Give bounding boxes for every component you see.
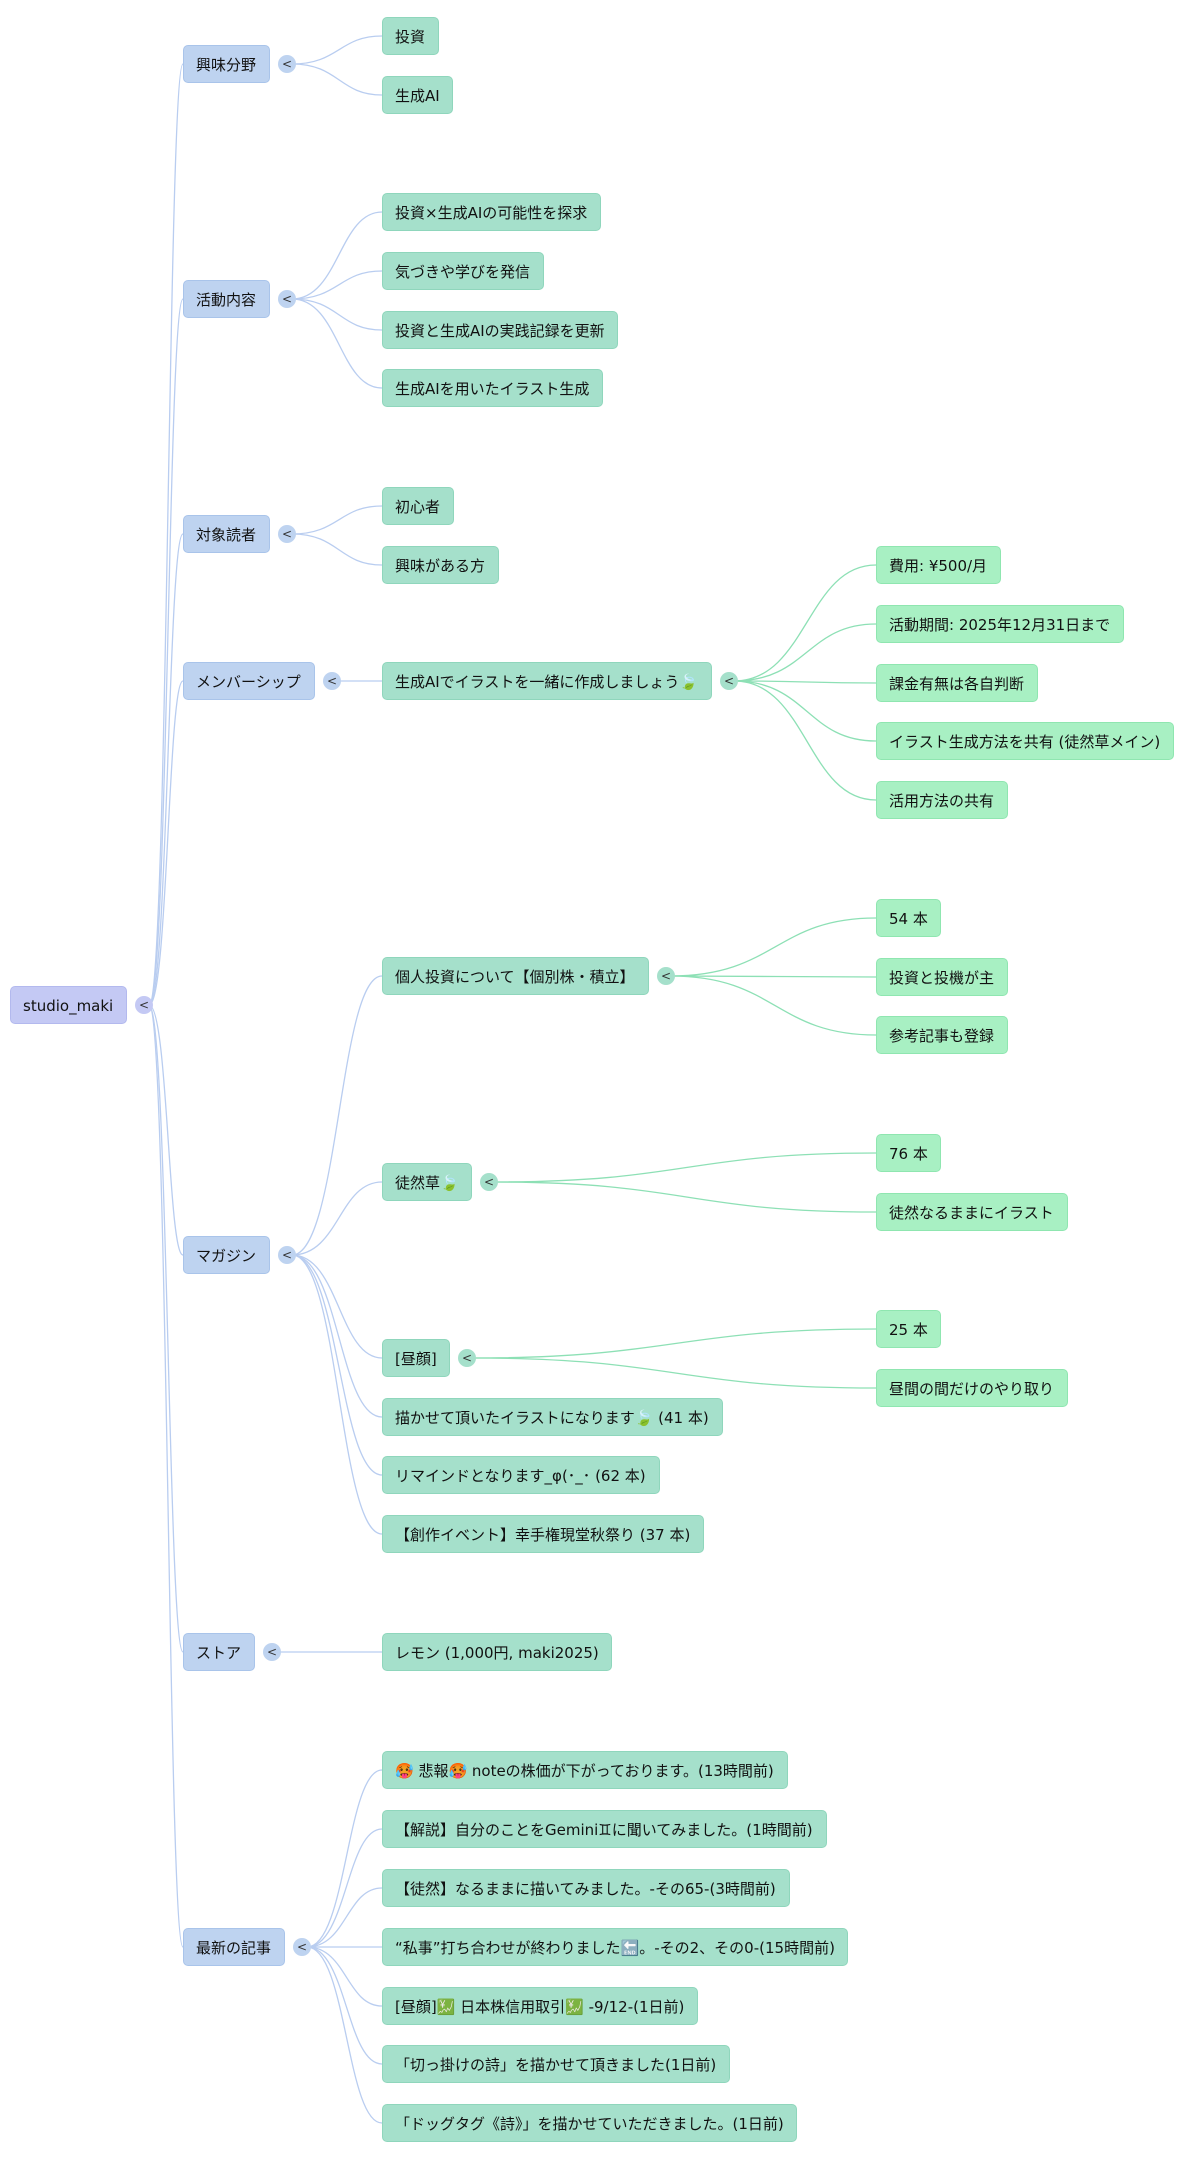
edge-connector (148, 1004, 184, 1256)
node-level2-4-3[interactable]: 描かせて頂いたイラストになります🍃 (41 本) (382, 1398, 723, 1436)
edge-connector (291, 1254, 383, 1535)
edge-connector (306, 1946, 383, 2124)
edge-connector (148, 1004, 184, 1948)
node-level3-3-0-0[interactable]: 費用: ¥500/月 (876, 546, 1001, 584)
node-level3-4-1-1[interactable]: 徒然なるままにイラスト (876, 1193, 1068, 1231)
edge-connector (306, 1946, 383, 2065)
node-level2-4-4[interactable]: リマインドとなります_φ(･_･ (62 本) (382, 1456, 660, 1494)
collapse-toggle-icon[interactable]: < (278, 525, 296, 543)
collapse-toggle-icon[interactable]: < (135, 996, 153, 1014)
collapse-toggle-icon[interactable]: < (323, 672, 341, 690)
edge-connector (493, 1181, 877, 1213)
node-level2-6-6[interactable]: 「ドッグタグ《詩》」を描かせていただきました。(1日前) (382, 2104, 797, 2142)
root-node[interactable]: studio_maki (10, 986, 127, 1024)
node-level3-4-0-0[interactable]: 54 本 (876, 899, 941, 937)
node-level2-2-1[interactable]: 興味がある方 (382, 546, 499, 584)
node-level1-0[interactable]: 興味分野 (183, 45, 270, 83)
collapse-toggle-icon[interactable]: < (480, 1173, 498, 1191)
node-level3-3-0-4[interactable]: 活用方法の共有 (876, 781, 1008, 819)
edge-connector (306, 1887, 383, 1948)
node-level1-4[interactable]: マガジン (183, 1236, 270, 1274)
node-level1-6[interactable]: 最新の記事 (183, 1928, 285, 1966)
edge-connector (291, 63, 383, 96)
edge-connector (306, 1946, 383, 2007)
edge-connector (148, 680, 184, 1006)
edge-connector (291, 1254, 383, 1359)
edge-connector (148, 1004, 184, 1653)
node-level2-2-0[interactable]: 初心者 (382, 487, 454, 525)
node-level2-4-1[interactable]: 徒然草🍃 (382, 1163, 472, 1201)
collapse-toggle-icon[interactable]: < (278, 1246, 296, 1264)
node-level2-6-3[interactable]: “私事”打ち合わせが終わりました🔚。-その2、その0-(15時間前) (382, 1928, 848, 1966)
node-level3-4-2-0[interactable]: 25 本 (876, 1310, 941, 1348)
collapse-toggle-icon[interactable]: < (458, 1349, 476, 1367)
edge-connector (291, 270, 383, 300)
node-level2-6-2[interactable]: 【徒然】なるままに描いてみました。-その65-(3時間前) (382, 1869, 790, 1907)
edge-connector (733, 680, 877, 742)
node-level3-3-0-3[interactable]: イラスト生成方法を共有 (徒然草メイン) (876, 722, 1174, 760)
node-level1-3[interactable]: メンバーシップ (183, 662, 315, 700)
node-level2-1-2[interactable]: 投資と生成AIの実践記録を更新 (382, 311, 618, 349)
collapse-toggle-icon[interactable]: < (657, 967, 675, 985)
edge-connector (733, 680, 877, 684)
collapse-toggle-icon[interactable]: < (278, 290, 296, 308)
node-level3-4-0-1[interactable]: 投資と投機が主 (876, 958, 1008, 996)
edge-connector (493, 1152, 877, 1183)
edge-connector (148, 298, 184, 1006)
edge-connector (471, 1328, 877, 1359)
node-level2-6-5[interactable]: 「切っ掛けの詩」を描かせて頂きました(1日前) (382, 2045, 730, 2083)
node-level3-4-0-2[interactable]: 参考記事も登録 (876, 1016, 1008, 1054)
node-level1-1[interactable]: 活動内容 (183, 280, 270, 318)
collapse-toggle-icon[interactable]: < (278, 55, 296, 73)
edge-connector (670, 917, 877, 977)
node-level2-6-4[interactable]: [昼顔]💹 日本株信用取引💹 -9/12-(1日前) (382, 1987, 698, 2025)
node-level1-2[interactable]: 対象読者 (183, 515, 270, 553)
edge-connector (291, 533, 383, 566)
edge-connector (291, 1254, 383, 1476)
node-level2-4-5[interactable]: 【創作イベント】幸手権現堂秋祭り (37 本) (382, 1515, 704, 1553)
node-level3-3-0-2[interactable]: 課金有無は各自判断 (876, 664, 1038, 702)
edge-connector (291, 298, 383, 331)
edge-connector (733, 564, 877, 682)
edge-connector (291, 298, 383, 389)
edge-connector (306, 1769, 383, 1948)
edge-connector (670, 975, 877, 978)
node-level2-3-0[interactable]: 生成AIでイラストを一緒に作成しましょう🍃 (382, 662, 712, 700)
edge-connector (670, 975, 877, 1036)
edge-connector (291, 505, 383, 535)
edge-connector (291, 975, 383, 1256)
node-level2-6-0[interactable]: 🥵 悲報🥵 noteの株価が下がっております。(13時間前) (382, 1751, 788, 1789)
node-level2-5-0[interactable]: レモン (1,000円, maki2025) (382, 1633, 612, 1671)
collapse-toggle-icon[interactable]: < (293, 1938, 311, 1956)
edge-connector (291, 211, 383, 300)
edge-connector (471, 1357, 877, 1389)
node-level3-4-2-1[interactable]: 昼間の間だけのやり取り (876, 1369, 1068, 1407)
node-level2-1-1[interactable]: 気づきや学びを発信 (382, 252, 544, 290)
edge-connector (733, 680, 877, 801)
edge-connector (291, 35, 383, 65)
node-level2-6-1[interactable]: 【解説】自分のことをGemini♊に聞いてみました。(1時間前) (382, 1810, 827, 1848)
edge-connector (733, 623, 877, 682)
node-level2-4-2[interactable]: [昼顔] (382, 1339, 450, 1377)
node-level1-5[interactable]: ストア (183, 1633, 255, 1671)
collapse-toggle-icon[interactable]: < (263, 1643, 281, 1661)
node-level2-1-0[interactable]: 投資×生成AIの可能性を探求 (382, 193, 601, 231)
edge-connector (148, 533, 184, 1006)
edge-connector (291, 1254, 383, 1418)
node-level3-3-0-1[interactable]: 活動期間: 2025年12月31日まで (876, 605, 1124, 643)
edge-connector (291, 1181, 383, 1256)
node-level2-0-1[interactable]: 生成AI (382, 76, 453, 114)
node-level2-1-3[interactable]: 生成AIを用いたイラスト生成 (382, 369, 603, 407)
collapse-toggle-icon[interactable]: < (720, 672, 738, 690)
edge-connector (148, 63, 184, 1006)
node-level3-4-1-0[interactable]: 76 本 (876, 1134, 941, 1172)
node-level2-4-0[interactable]: 個人投資について【個別株・積立】 (382, 957, 649, 995)
edge-connector (306, 1828, 383, 1948)
node-level2-0-0[interactable]: 投資 (382, 17, 439, 55)
